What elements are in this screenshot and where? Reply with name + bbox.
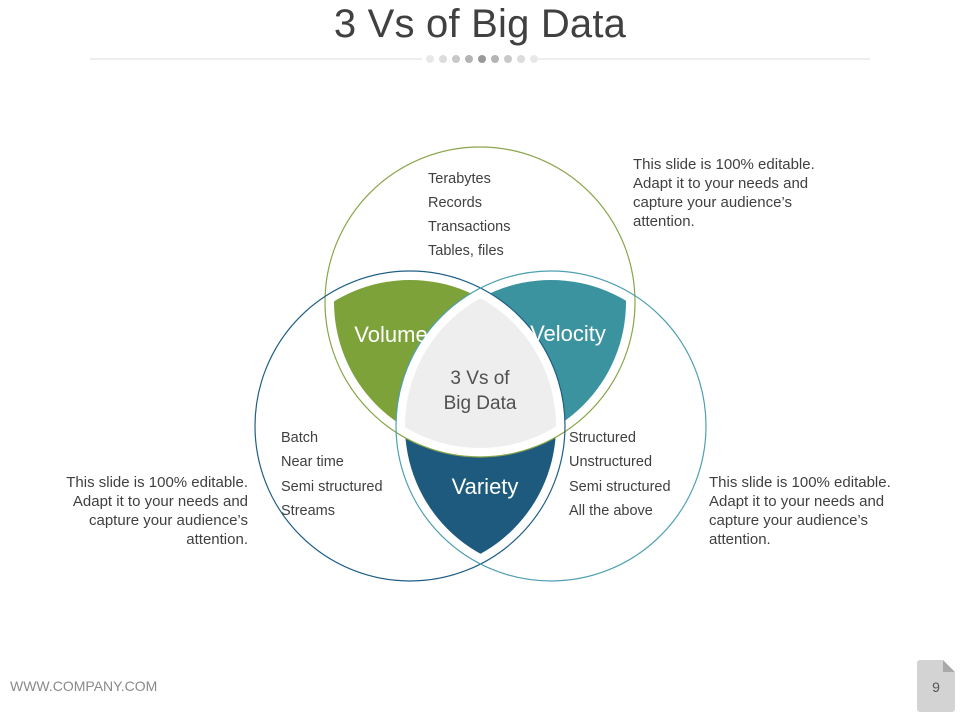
center-label-line-1: 3 Vs of <box>450 368 510 389</box>
center-label-line-2: Big Data <box>444 393 517 414</box>
description-line: attention. <box>633 213 695 230</box>
description-line: Adapt it to your needs and <box>633 175 809 192</box>
description-line: capture your audience’s <box>89 512 248 529</box>
description-line: Adapt it to your needs and <box>709 493 885 510</box>
description-line: attention. <box>186 531 248 548</box>
description-line: capture your audience’s <box>633 194 792 211</box>
variety-item: All the above <box>569 503 653 519</box>
page-number: 9 <box>932 679 940 695</box>
divider-dots <box>426 55 538 63</box>
page-fold-icon <box>943 660 955 672</box>
variety-item: Semi structured <box>569 479 671 495</box>
page-number-badge: 9 <box>917 660 955 712</box>
volume-item: Terabytes <box>428 171 491 187</box>
volume-item: Tables, files <box>428 243 504 259</box>
description-bottom-right: This slide is 100% editable. Adapt it to… <box>709 473 924 549</box>
circle-right <box>395 270 707 582</box>
slide-title: 3 Vs of Big Data <box>333 2 627 46</box>
description-line: This slide is 100% editable. <box>66 474 248 491</box>
description-line: attention. <box>709 531 771 548</box>
velocity-item: Semi structured <box>281 479 383 495</box>
velocity-label: Velocity <box>530 321 606 346</box>
velocity-item: Batch <box>281 430 318 446</box>
volume-items-list: Terabytes Records Transactions Tables, f… <box>428 171 510 259</box>
center-region <box>405 280 556 448</box>
title-divider <box>90 55 870 63</box>
volume-label: Volume <box>354 322 427 347</box>
description-line: This slide is 100% editable. <box>633 156 815 173</box>
variety-item: Unstructured <box>569 454 652 470</box>
circle-top <box>324 146 636 458</box>
volume-item: Records <box>428 195 482 211</box>
circle-left <box>254 270 566 582</box>
volume-item: Transactions <box>428 219 510 235</box>
description-line: This slide is 100% editable. <box>709 474 891 491</box>
variety-items-list: Structured Unstructured Semi structured … <box>569 430 671 519</box>
velocity-item: Near time <box>281 454 344 470</box>
description-top-right: This slide is 100% editable. Adapt it to… <box>633 155 848 231</box>
velocity-items-list: Batch Near time Semi structured Streams <box>281 430 383 519</box>
footer-url: WWW.COMPANY.COM <box>10 678 158 694</box>
description-bottom-left: This slide is 100% editable. Adapt it to… <box>30 473 248 549</box>
description-line: Adapt it to your needs and <box>72 493 248 510</box>
velocity-item: Streams <box>281 503 335 519</box>
variety-item: Structured <box>569 430 636 446</box>
variety-label: Variety <box>452 474 519 499</box>
description-line: capture your audience’s <box>709 512 868 529</box>
